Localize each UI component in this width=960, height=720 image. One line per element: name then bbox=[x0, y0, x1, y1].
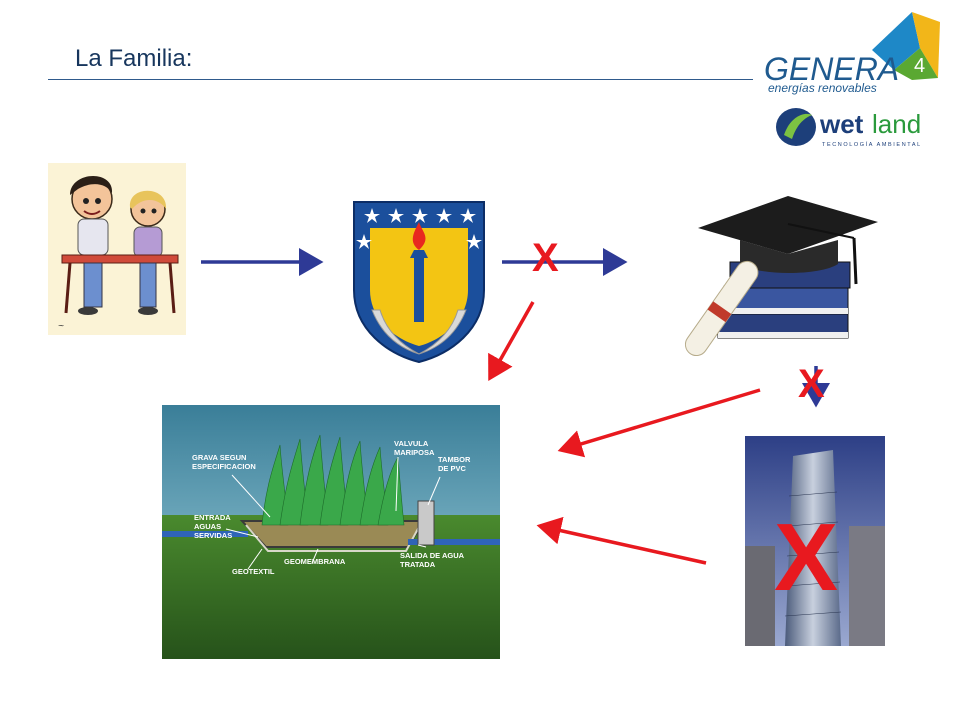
cross-mark-corporate-path: X bbox=[798, 362, 825, 406]
arrow-university-to-wetland bbox=[488, 301, 535, 382]
genera-logo-yellow-sail bbox=[912, 12, 940, 78]
label-geotextile: GEOTEXTIL bbox=[232, 567, 275, 576]
label-leader-lines bbox=[225, 456, 441, 570]
label-gravel: GRAVA SEGUN ESPECIFICACION bbox=[192, 453, 256, 471]
wetland-logo-prefix: wet bbox=[819, 109, 864, 139]
inlet-pipe bbox=[162, 531, 248, 537]
wetland-logo-tagline: TECNOLOGÍA AMBIENTAL bbox=[822, 141, 922, 148]
label-geomembrane: GEOMEMBRANA bbox=[284, 557, 345, 566]
left-building bbox=[745, 546, 775, 646]
wetland-cross-section-diagram: GRAVA SEGUN ESPECIFICACION VALVULA MARIP… bbox=[162, 405, 500, 659]
wetland-logo: wet land TECNOLOGÍA AMBIENTAL bbox=[776, 108, 922, 148]
cross-mark-degree-path: X bbox=[532, 236, 559, 280]
label-pvc-drum: TAMBOR DE PVC bbox=[438, 455, 470, 473]
cap-tassel bbox=[852, 237, 858, 285]
genera-logo-number: 4 bbox=[914, 55, 925, 77]
boy-hair bbox=[70, 175, 113, 195]
arrow-degree-to-wetland bbox=[557, 388, 761, 458]
genera-logo-tagline: energías renovables bbox=[768, 81, 877, 95]
university-shield-emblem bbox=[353, 201, 485, 364]
children-at-desk-illustration: ~ bbox=[48, 163, 186, 335]
girl-hair bbox=[129, 190, 167, 209]
slide-title: La Familia: bbox=[75, 45, 193, 72]
graduation-cap-books-image bbox=[684, 196, 878, 357]
torch-flame bbox=[412, 222, 426, 250]
right-building bbox=[849, 526, 885, 646]
torch-handle bbox=[414, 258, 424, 322]
reed-plants bbox=[261, 434, 405, 526]
outlet-pipe bbox=[408, 539, 500, 545]
shield-stars bbox=[356, 208, 482, 249]
desk-top bbox=[61, 254, 179, 264]
label-inlet: ENTRADA AGUAS SERVIDAS bbox=[194, 513, 232, 540]
diploma-scroll bbox=[684, 260, 759, 357]
genera-logo-green-sail bbox=[894, 48, 938, 80]
boy-legs bbox=[83, 262, 103, 308]
genera4-logo: GENERA 4 energías renovables bbox=[764, 12, 940, 95]
label-valve: VALVULA MARIPOSA bbox=[394, 439, 434, 457]
genera-logo-name: GENERA bbox=[764, 51, 899, 87]
title-underline bbox=[48, 79, 753, 80]
pvc-drum bbox=[417, 500, 435, 546]
cross-mark-corporate-job: X bbox=[774, 504, 839, 611]
main-tower bbox=[785, 450, 841, 646]
svg-text:~: ~ bbox=[58, 321, 64, 332]
genera-logo-blue-sail bbox=[872, 12, 920, 70]
arrow-corporate-to-wetland bbox=[536, 516, 707, 565]
office-tower-image bbox=[745, 436, 885, 646]
wetland-logo-leaf bbox=[784, 113, 812, 139]
wetland-logo-suffix: land bbox=[872, 109, 921, 139]
cap-base bbox=[740, 240, 838, 273]
label-outlet: SALIDA DE AGUA TRATADA bbox=[400, 551, 464, 569]
geomembrane-line bbox=[245, 524, 421, 552]
laurel-right bbox=[418, 309, 467, 355]
